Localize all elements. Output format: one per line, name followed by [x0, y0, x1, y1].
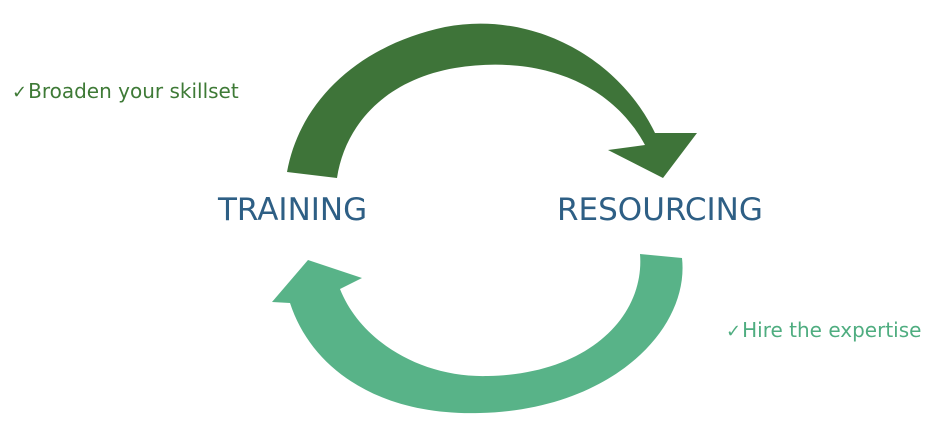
resourcing-benefit-text: Hire the expertise — [742, 318, 922, 342]
training-benefit-note: ✓Broaden your skillset — [12, 79, 239, 103]
training-benefit-text: Broaden your skillset — [28, 79, 239, 103]
checkmark-icon: ✓ — [12, 82, 28, 103]
checkmark-icon: ✓ — [726, 321, 742, 342]
resourcing-benefit-note: ✓Hire the expertise — [726, 318, 921, 342]
resourcing-label: RESOURCING — [557, 192, 763, 228]
training-label: TRAINING — [218, 192, 368, 228]
training-to-resourcing-arrow — [287, 23, 697, 179]
resourcing-to-training-arrow — [272, 254, 683, 414]
